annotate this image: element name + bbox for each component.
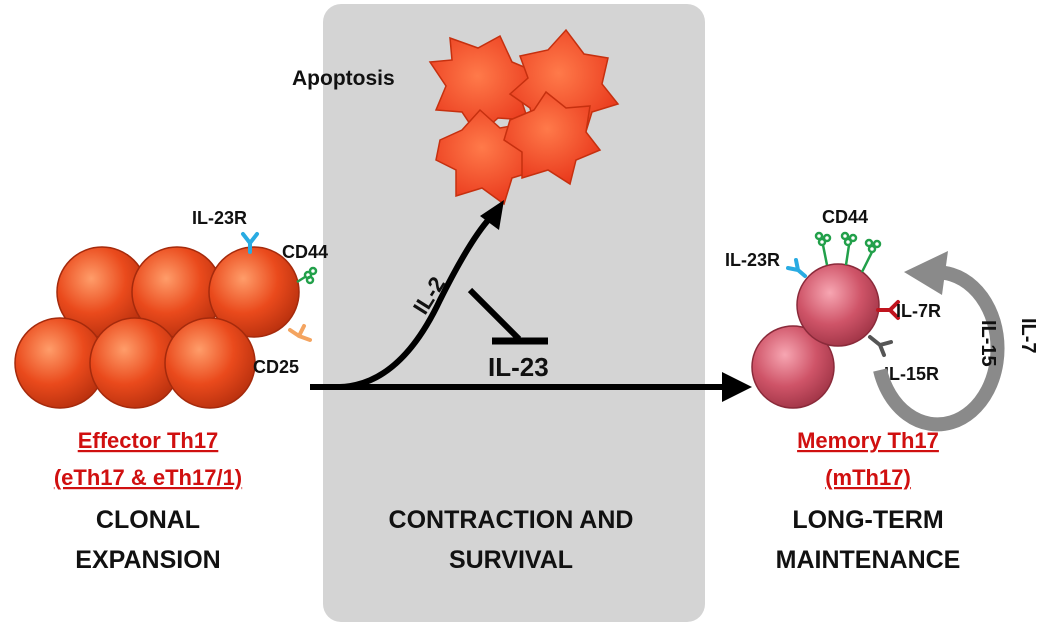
memory-cell-pair (751, 263, 880, 409)
memory-cd44-receptor-icon (814, 231, 882, 273)
memory-subtitle: (mTh17) (825, 465, 911, 490)
memory-title: Memory Th17 (797, 428, 939, 453)
effector-cell-cluster (14, 246, 300, 409)
effector-cell (164, 317, 256, 409)
il2-arrow-head (480, 200, 504, 230)
long-term-label: LONG-TERM (792, 506, 943, 534)
apoptosis-label: Apoptosis (292, 67, 395, 90)
effector-subtitle: (eTh17 & eTh17/1) (54, 465, 242, 490)
memory-il15r-label: IL-15R (884, 364, 939, 384)
effector-il23r-label: IL-23R (192, 208, 247, 228)
effector-cd44-label: CD44 (282, 242, 328, 262)
maintenance-label: MAINTENANCE (776, 546, 961, 574)
apoptotic-cell (428, 34, 538, 138)
self-renewal-cycle-arrow (873, 265, 1005, 432)
survival-label: SURVIVAL (449, 546, 573, 574)
memory-il23r-receptor-icon (786, 258, 807, 278)
memory-il7r-label: IL-7R (896, 301, 941, 321)
il23-label: IL-23 (488, 352, 549, 382)
il7r-receptor-icon (876, 300, 900, 320)
il23r-receptor-icon (241, 232, 259, 254)
effector-cd25-label: CD25 (253, 357, 299, 377)
cd44-receptor-icon (296, 266, 318, 285)
contraction-panel (323, 4, 705, 622)
il2-curve-arrow (339, 215, 493, 390)
il23-inhibition-line (467, 287, 522, 342)
main-arrow-head (722, 372, 752, 402)
cd25-receptor-icon (288, 324, 312, 342)
contraction-label: CONTRACTION AND (389, 506, 634, 534)
expansion-label: EXPANSION (75, 546, 220, 574)
memory-cell (796, 263, 880, 347)
apoptotic-cells (428, 28, 620, 206)
il15r-receptor-icon (868, 335, 893, 357)
effector-title: Effector Th17 (78, 428, 219, 453)
cycle-arrow-head (904, 251, 948, 295)
clonal-label: CLONAL (96, 506, 200, 534)
memory-cd44-label: CD44 (822, 207, 868, 227)
memory-cell (751, 325, 835, 409)
il7-cycle-label: IL-7 (1017, 318, 1039, 354)
memory-il23r-label: IL-23R (725, 250, 780, 270)
il15-cycle-label: IL-15 (977, 320, 999, 367)
apoptotic-cell (503, 90, 602, 186)
effector-cell (208, 246, 300, 338)
